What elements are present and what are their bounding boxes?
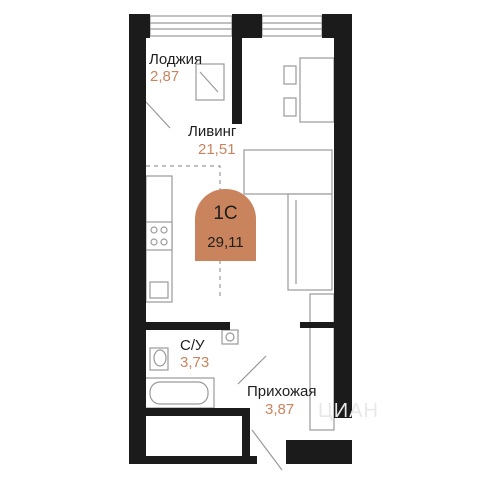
room-area-living: 21,51 <box>198 141 236 158</box>
dining-table <box>299 57 335 123</box>
room-name-living: Ливинг <box>188 123 237 140</box>
room-area-hallway: 3,87 <box>265 401 295 418</box>
washbasin-icon <box>221 329 239 345</box>
room-area-loggia: 2,87 <box>150 68 180 85</box>
toilet-icon <box>149 347 169 371</box>
sink-icon <box>149 281 169 299</box>
room-area-bathroom: 3,73 <box>180 354 210 371</box>
loggia-door-swing <box>145 101 171 129</box>
unit-badge <box>195 189 256 261</box>
unit-type-label: 1С <box>213 203 238 224</box>
walls <box>129 14 352 464</box>
watermark: ЦИАН <box>318 400 379 422</box>
room-name-bathroom: С/У <box>180 337 205 354</box>
unit-area-label: 29,11 <box>207 234 244 251</box>
loggia-cabinet <box>195 63 225 101</box>
room-name-hallway: Прихожая <box>247 383 317 400</box>
window-top-left <box>149 15 233 37</box>
cooktop-icon <box>145 221 173 251</box>
chair-icon <box>283 97 297 117</box>
chair-icon <box>283 65 297 85</box>
entrance-door-swing <box>251 429 283 471</box>
sofa-icon <box>243 149 333 291</box>
room-name-loggia: Лоджия <box>149 51 203 68</box>
bathtub-icon <box>143 377 215 409</box>
window-top-right <box>261 15 323 37</box>
bathroom-door-swing <box>237 355 267 385</box>
wardrobe <box>309 293 335 431</box>
